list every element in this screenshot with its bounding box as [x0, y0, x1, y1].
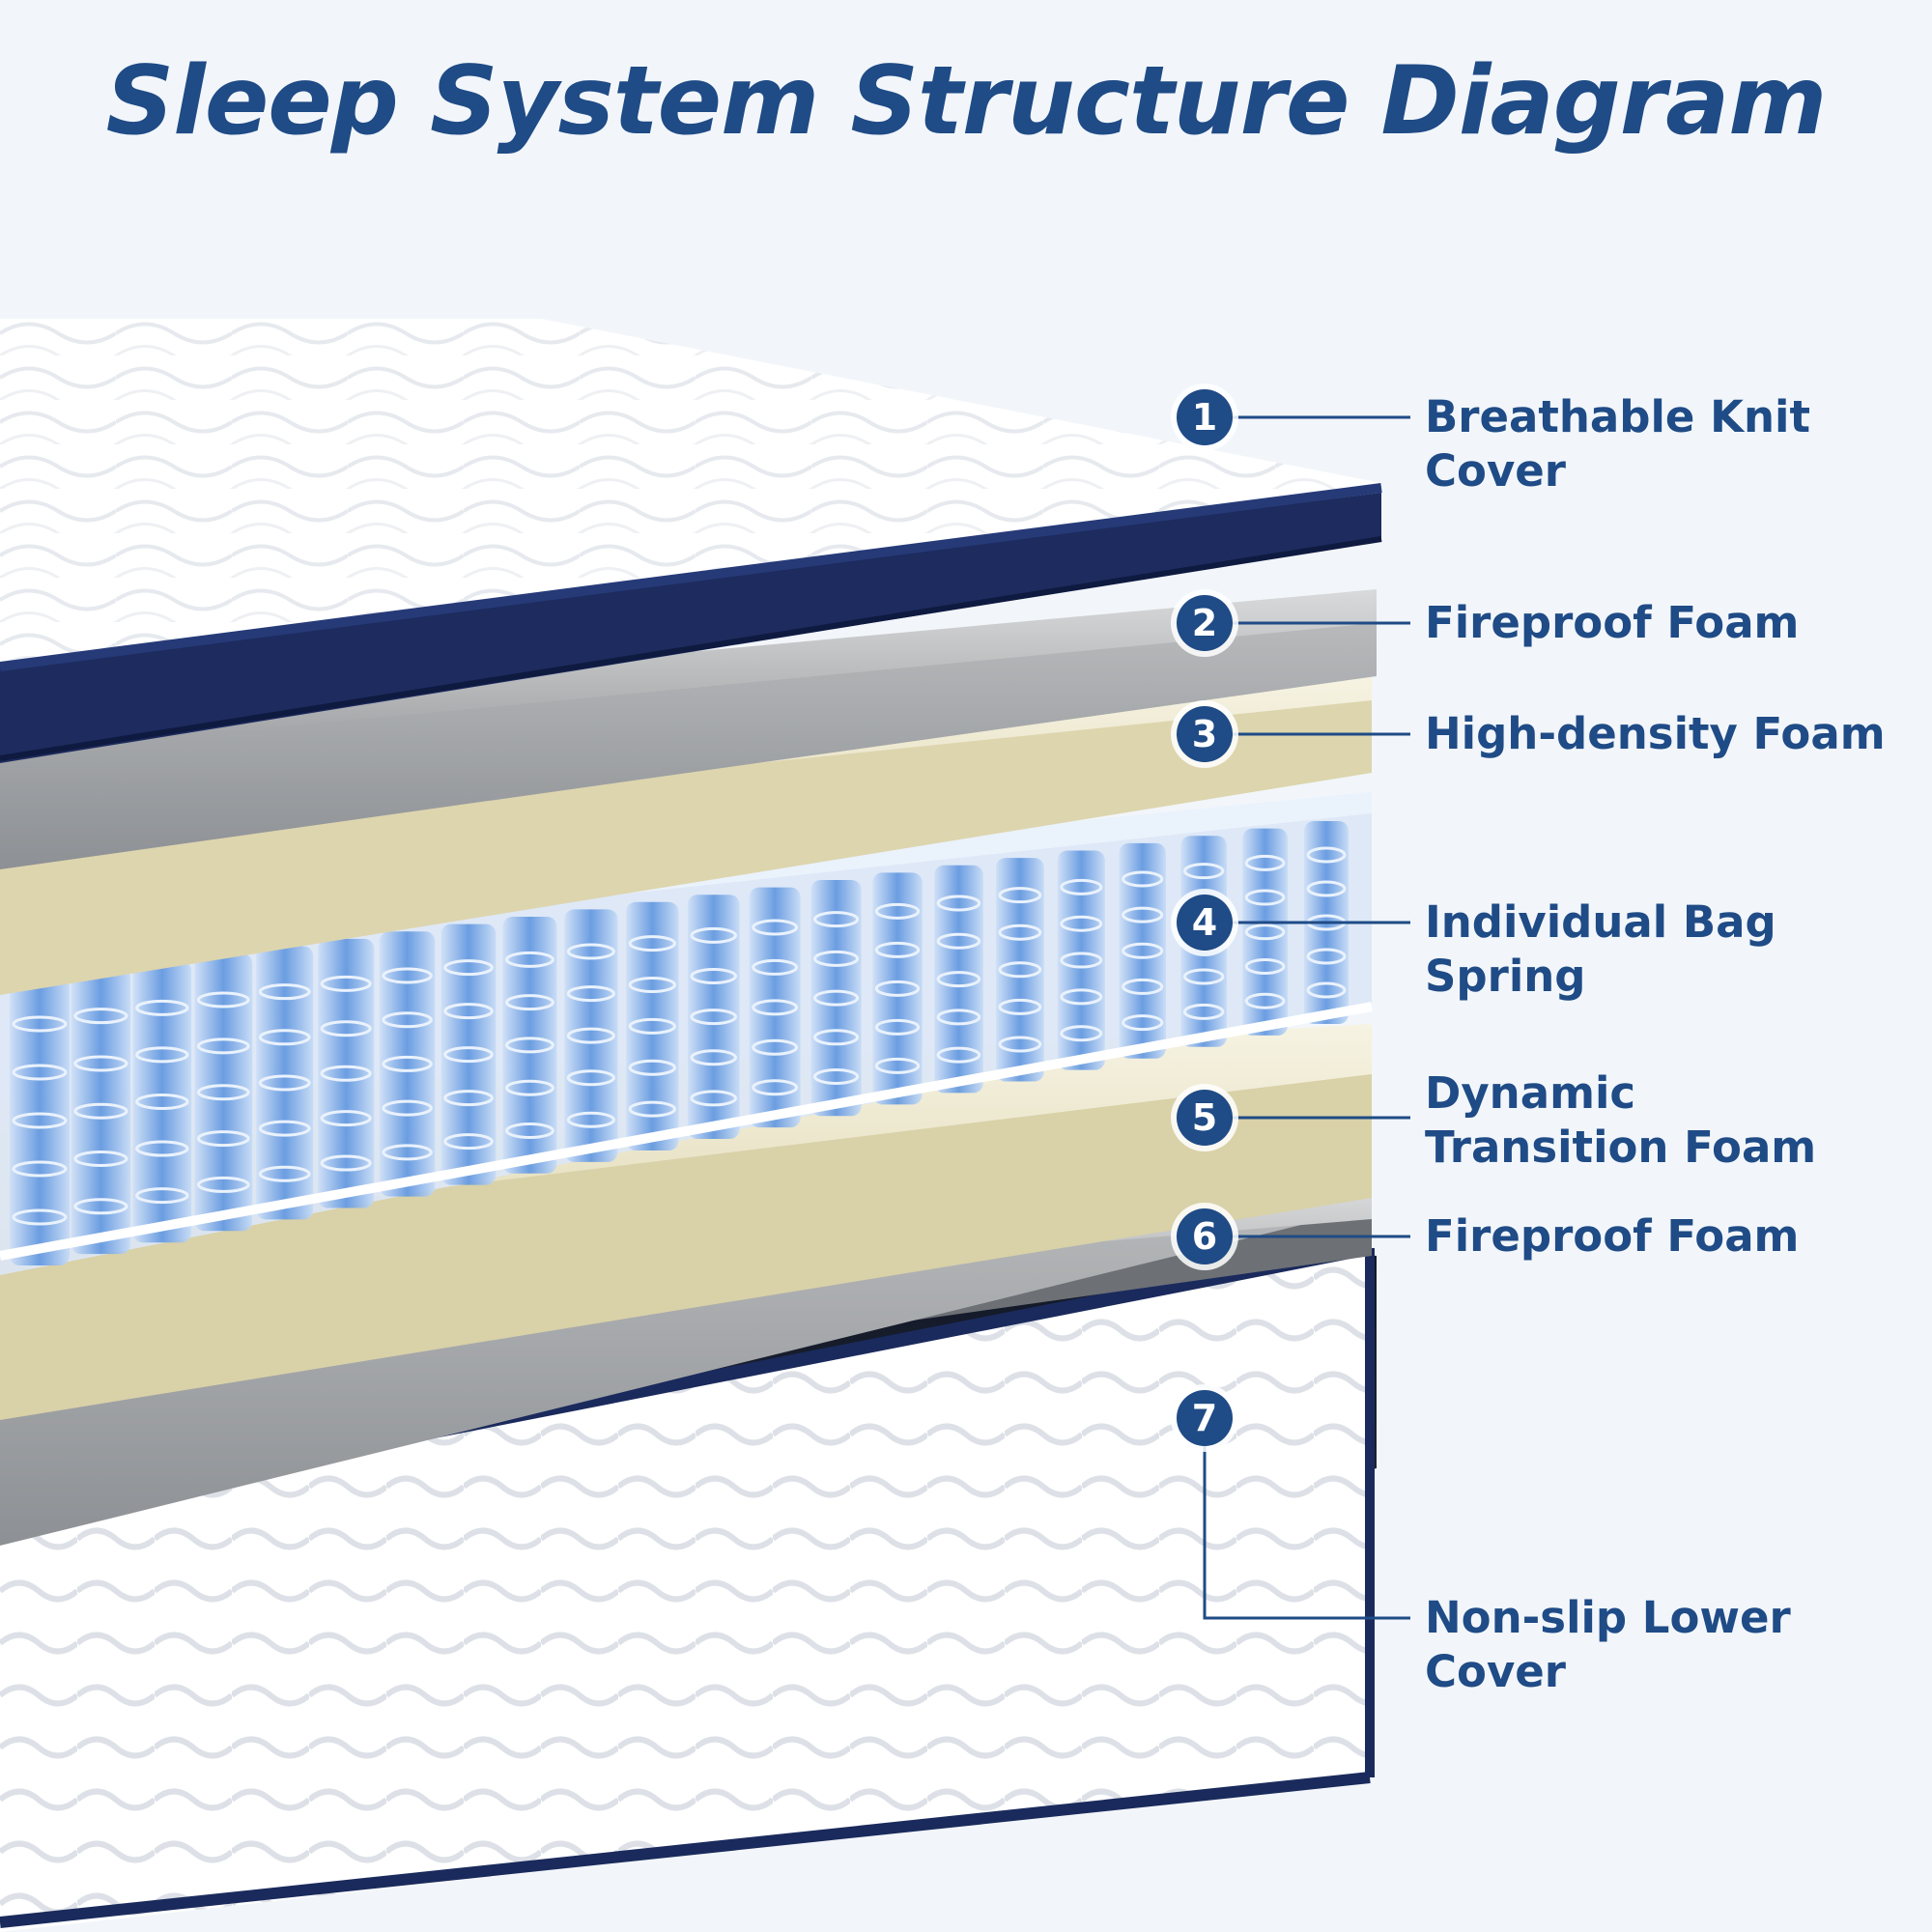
- leader-lines: [1203, 415, 1410, 1620]
- layer-5-label: Dynamic Transition Foam: [1425, 1067, 1817, 1173]
- spring-coil: [502, 917, 557, 1174]
- spring-coil: [749, 887, 801, 1128]
- layer-4-number-badge: 4: [1177, 895, 1233, 951]
- layer-6-label: Fireproof Foam: [1425, 1210, 1800, 1262]
- spring-coil: [995, 858, 1044, 1082]
- layer-1-label: Breathable Knit Cover: [1425, 391, 1810, 497]
- spring-coil: [872, 872, 923, 1105]
- upper-fireproof-foam-layer: [0, 589, 1377, 869]
- spring-coil: [1119, 842, 1166, 1059]
- layer-7-label: Non-slip Lower Cover: [1425, 1592, 1791, 1697]
- spring-coil: [71, 968, 131, 1255]
- spring-coil: [10, 976, 70, 1265]
- spring-coil: [564, 909, 618, 1162]
- spring-coil: [256, 946, 314, 1220]
- layer-3-number-badge: 3: [1177, 706, 1233, 762]
- spring-coil: [626, 901, 679, 1151]
- layer-4-label: Individual Bag Spring: [1425, 896, 1776, 1002]
- layer-7-number-badge: 7: [1177, 1390, 1233, 1446]
- spring-coil: [132, 960, 192, 1243]
- layer-2-number-badge: 2: [1177, 595, 1233, 651]
- spring-coil: [318, 938, 375, 1208]
- layer-5-number-badge: 5: [1177, 1090, 1233, 1146]
- layer-1-number-badge: 1: [1177, 389, 1233, 445]
- spring-coil: [1242, 828, 1288, 1036]
- layer-6-number-badge: 6: [1177, 1208, 1233, 1264]
- layer-2-label: Fireproof Foam: [1425, 597, 1800, 648]
- spring-coil: [687, 895, 740, 1140]
- spring-coil: [379, 931, 436, 1197]
- knit-cover-layer: [0, 319, 1382, 763]
- diagram-title: Sleep System Structure Diagram: [105, 46, 1828, 156]
- spring-coil: [194, 953, 253, 1232]
- layer-3-label: High-density Foam: [1425, 708, 1886, 759]
- spring-coil: [934, 865, 983, 1094]
- spring-coil: [810, 879, 862, 1117]
- spring-coil: [1057, 850, 1105, 1070]
- spring-coil: [440, 923, 497, 1185]
